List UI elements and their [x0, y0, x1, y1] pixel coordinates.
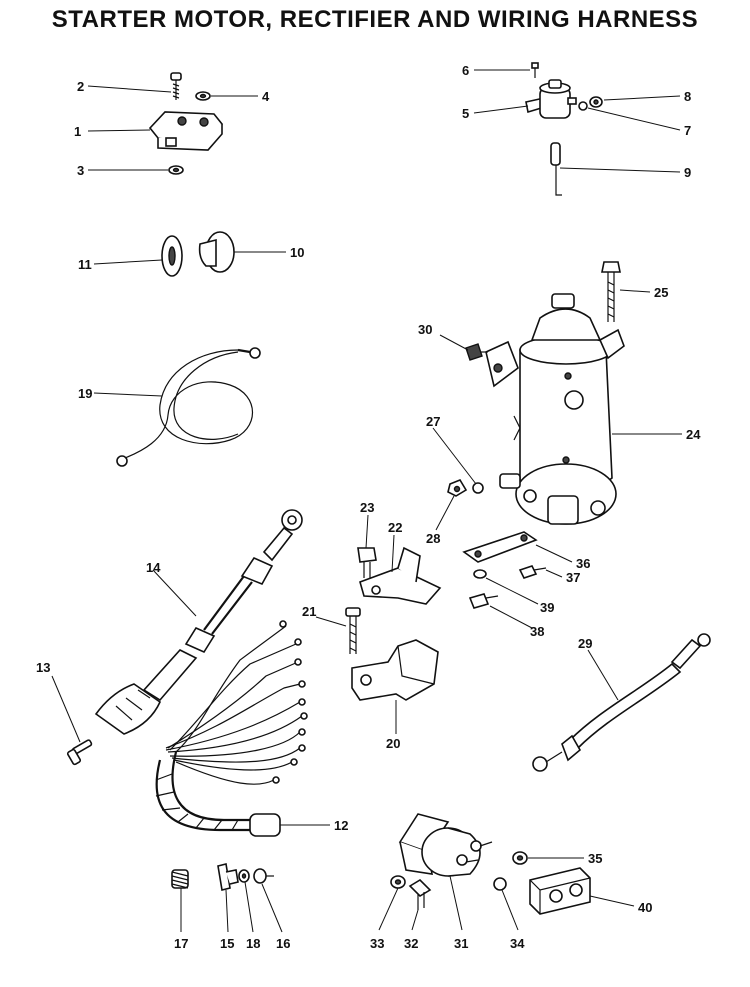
callout-31: 31: [454, 936, 468, 951]
callout-16: 16: [276, 936, 290, 951]
callout-37: 37: [566, 570, 580, 585]
bracket-22-icon: [359, 546, 442, 605]
battery-cable-29-icon: [532, 633, 711, 772]
nut-28-icon: [447, 479, 468, 497]
nut-8-icon: [589, 96, 603, 108]
ground-cable-19-icon: [116, 347, 261, 467]
callout-39: 39: [540, 600, 554, 615]
callout-1: 1: [74, 124, 81, 139]
bolt-23-icon: [357, 547, 377, 578]
callout-17: 17: [174, 936, 188, 951]
washer-39-icon: [473, 569, 487, 579]
starter-motor-icon: [485, 293, 625, 525]
callout-35: 35: [588, 851, 602, 866]
wire-lead-9-icon: [550, 142, 562, 196]
screw-16-icon: [253, 868, 274, 884]
callout-5: 5: [462, 106, 469, 121]
nut-34-icon: [493, 877, 507, 891]
callout-36: 36: [576, 556, 590, 571]
terminal-block-40-icon: [529, 867, 591, 915]
terminal-30-icon: [465, 343, 488, 361]
small-solenoid-icon: [525, 79, 577, 119]
grommet-10-icon: [198, 231, 235, 273]
screw-38-icon: [468, 593, 499, 609]
nut-3-icon: [168, 165, 184, 175]
bolt-32-icon: [408, 878, 432, 910]
callout-21: 21: [302, 604, 316, 619]
callout-34: 34: [510, 936, 525, 951]
callout-24: 24: [686, 427, 701, 442]
callout-20: 20: [386, 736, 400, 751]
callout-3: 3: [77, 163, 84, 178]
callout-29: 29: [578, 636, 592, 651]
callout-25: 25: [654, 285, 668, 300]
callout-12: 12: [334, 818, 348, 833]
callout-9: 9: [684, 165, 691, 180]
callout-6: 6: [462, 63, 469, 78]
screw-37-icon: [518, 565, 547, 579]
callout-38: 38: [530, 624, 544, 639]
callout-8: 8: [684, 89, 691, 104]
solenoid-icon: [398, 813, 493, 877]
harness-plug-14-icon: [94, 509, 303, 735]
screw-2-icon: [170, 72, 182, 100]
callout-15: 15: [220, 936, 234, 951]
bolt-21-icon: [345, 607, 361, 654]
callout-4: 4: [262, 89, 270, 104]
strap-36-icon: [462, 531, 538, 563]
callout-32: 32: [404, 936, 418, 951]
washer-18-icon: [238, 869, 250, 883]
callout-30: 30: [418, 322, 432, 337]
washer-7-icon: [578, 101, 588, 111]
callout-2: 2: [77, 79, 84, 94]
callout-23: 23: [360, 500, 374, 515]
grommet-11-icon: [161, 235, 183, 277]
callout-14: 14: [146, 560, 161, 575]
washer-27-icon: [472, 482, 484, 494]
bolt-25-icon: [601, 261, 621, 322]
callout-7: 7: [684, 123, 691, 138]
nut-4-icon: [195, 91, 211, 101]
wiring-harness-icon: [155, 620, 308, 837]
nut-33-icon: [390, 875, 406, 889]
clamp-20-icon: [351, 639, 439, 701]
callout-10: 10: [290, 245, 304, 260]
callout-labels: 1 2 3 4 5 6 7 8 9 10 11 12 13 14 15 16 1…: [36, 63, 701, 951]
callout-22: 22: [388, 520, 402, 535]
callout-13: 13: [36, 660, 50, 675]
callout-40: 40: [638, 900, 652, 915]
leader-lines: [51, 69, 682, 933]
diagram-title: STARTER MOTOR, RECTIFIER AND WIRING HARN…: [51, 6, 699, 33]
callout-18: 18: [246, 936, 260, 951]
callout-33: 33: [370, 936, 384, 951]
screw-6-icon: [531, 62, 539, 78]
rectifier-icon: [148, 111, 224, 151]
callout-11: 11: [78, 257, 92, 272]
callout-27: 27: [426, 414, 440, 429]
pin-13-icon: [66, 739, 93, 766]
spring-17-icon: [171, 869, 189, 889]
callout-28: 28: [426, 531, 440, 546]
callout-19: 19: [78, 386, 92, 401]
clip-15-icon: [217, 863, 239, 891]
nut-35-icon: [512, 851, 528, 865]
